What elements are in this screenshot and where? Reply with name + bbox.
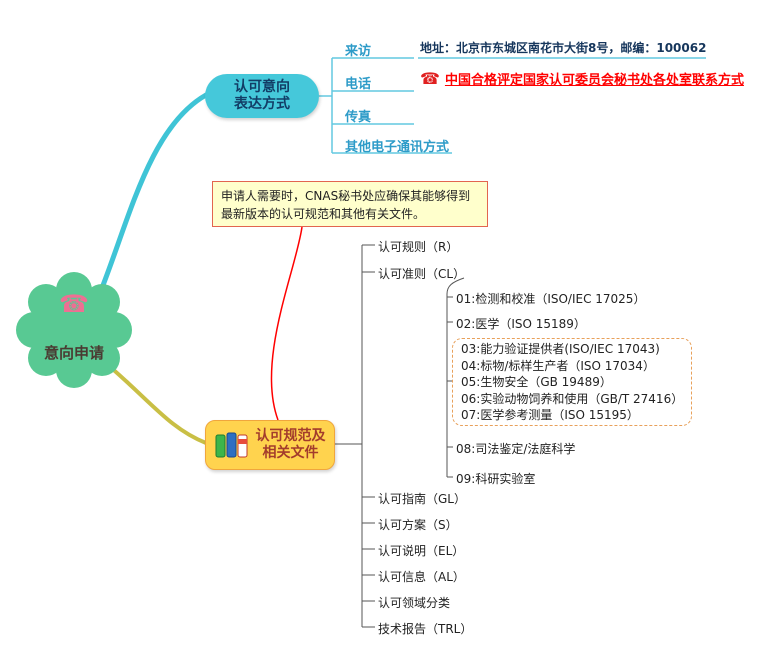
central-topic-label[interactable]: 意向申请 <box>43 344 104 362</box>
topic-docs[interactable]: 认可规范及 相关文件 <box>205 420 335 470</box>
topic-criteria-09[interactable]: 09:科研实验室 <box>456 472 536 486</box>
topic-criteria-06[interactable]: 06:实验动物饲养和使用（GB/T 27416） <box>461 391 684 406</box>
topic-rules[interactable]: 认可规则（R） <box>378 240 459 254</box>
topic-criteria-05[interactable]: 05:生物安全（GB 19489） <box>461 375 612 389</box>
topic-guidelines[interactable]: 认可指南（GL） <box>378 492 466 506</box>
topic-field-classification[interactable]: 认可领域分类 <box>378 596 451 610</box>
topic-criteria-08[interactable]: 08:司法鉴定/法庭科学 <box>456 442 576 456</box>
topic-other-electronic[interactable]: 其他电子通讯方式 <box>345 140 450 155</box>
central-topic-shape[interactable] <box>16 272 132 388</box>
topic-address[interactable]: 地址：北京市东城区南花市大街8号，邮编：100062 <box>420 41 707 55</box>
topic-docs-line1: 认可规范及 <box>255 427 326 444</box>
red-phone-icon: ☎ <box>420 69 440 88</box>
topic-criteria-07[interactable]: 07:医学参考测量（ISO 15195） <box>461 408 639 422</box>
topic-fax[interactable]: 传真 <box>345 110 372 125</box>
docs-branch-lines <box>333 244 465 628</box>
intent-branch-lines <box>319 57 706 154</box>
topic-information[interactable]: 认可信息（AL） <box>378 570 465 584</box>
topic-technical-reports[interactable]: 技术报告（TRL） <box>378 622 473 636</box>
topic-criteria-01[interactable]: 01:检测和校准（ISO/IEC 17025） <box>456 292 646 306</box>
topic-criteria-03[interactable]: 03:能力验证提供者(ISO/IEC 17043) <box>461 342 660 356</box>
contact-link-text[interactable]: 中国合格评定国家认可委员会秘书处各处室联系方式 <box>444 73 744 88</box>
note-callout[interactable]: 申请人需要时，CNAS秘书处应确保其能够得到 最新版本的认可规范和其他有关文件。 <box>212 181 488 227</box>
topic-intent-line2: 表达方式 <box>234 96 290 112</box>
topic-criteria-04[interactable]: 04:标物/标样生产者（ISO 17034） <box>461 358 655 373</box>
topic-criteria-02[interactable]: 02:医学（ISO 15189） <box>456 317 586 331</box>
folders-icon <box>215 432 247 458</box>
phone-icon: ☎ <box>59 290 89 318</box>
criteria-group-boundary: 03:能力验证提供者(ISO/IEC 17043) 04:标物/标样生产者（IS… <box>452 338 692 426</box>
topic-telephone[interactable]: 电话 <box>345 77 372 92</box>
branch-curves <box>95 92 303 445</box>
topic-contact-link[interactable]: ☎ 中国合格评定国家认可委员会秘书处各处室联系方式 <box>420 69 744 88</box>
topic-intent-expression[interactable]: 认可意向 表达方式 <box>205 74 319 118</box>
note-line1: 申请人需要时，CNAS秘书处应确保其能够得到 <box>221 189 471 203</box>
topic-intent-line1: 认可意向 <box>234 78 290 95</box>
topic-criteria[interactable]: 认可准则（CL） <box>378 267 466 281</box>
note-line2: 最新版本的认可规范和其他有关文件。 <box>221 207 426 221</box>
topic-visit[interactable]: 来访 <box>345 44 372 59</box>
topic-schemes[interactable]: 认可方案（S） <box>378 518 458 532</box>
topic-explanations[interactable]: 认可说明（EL） <box>378 544 465 558</box>
topic-docs-line2: 相关文件 <box>262 445 319 461</box>
